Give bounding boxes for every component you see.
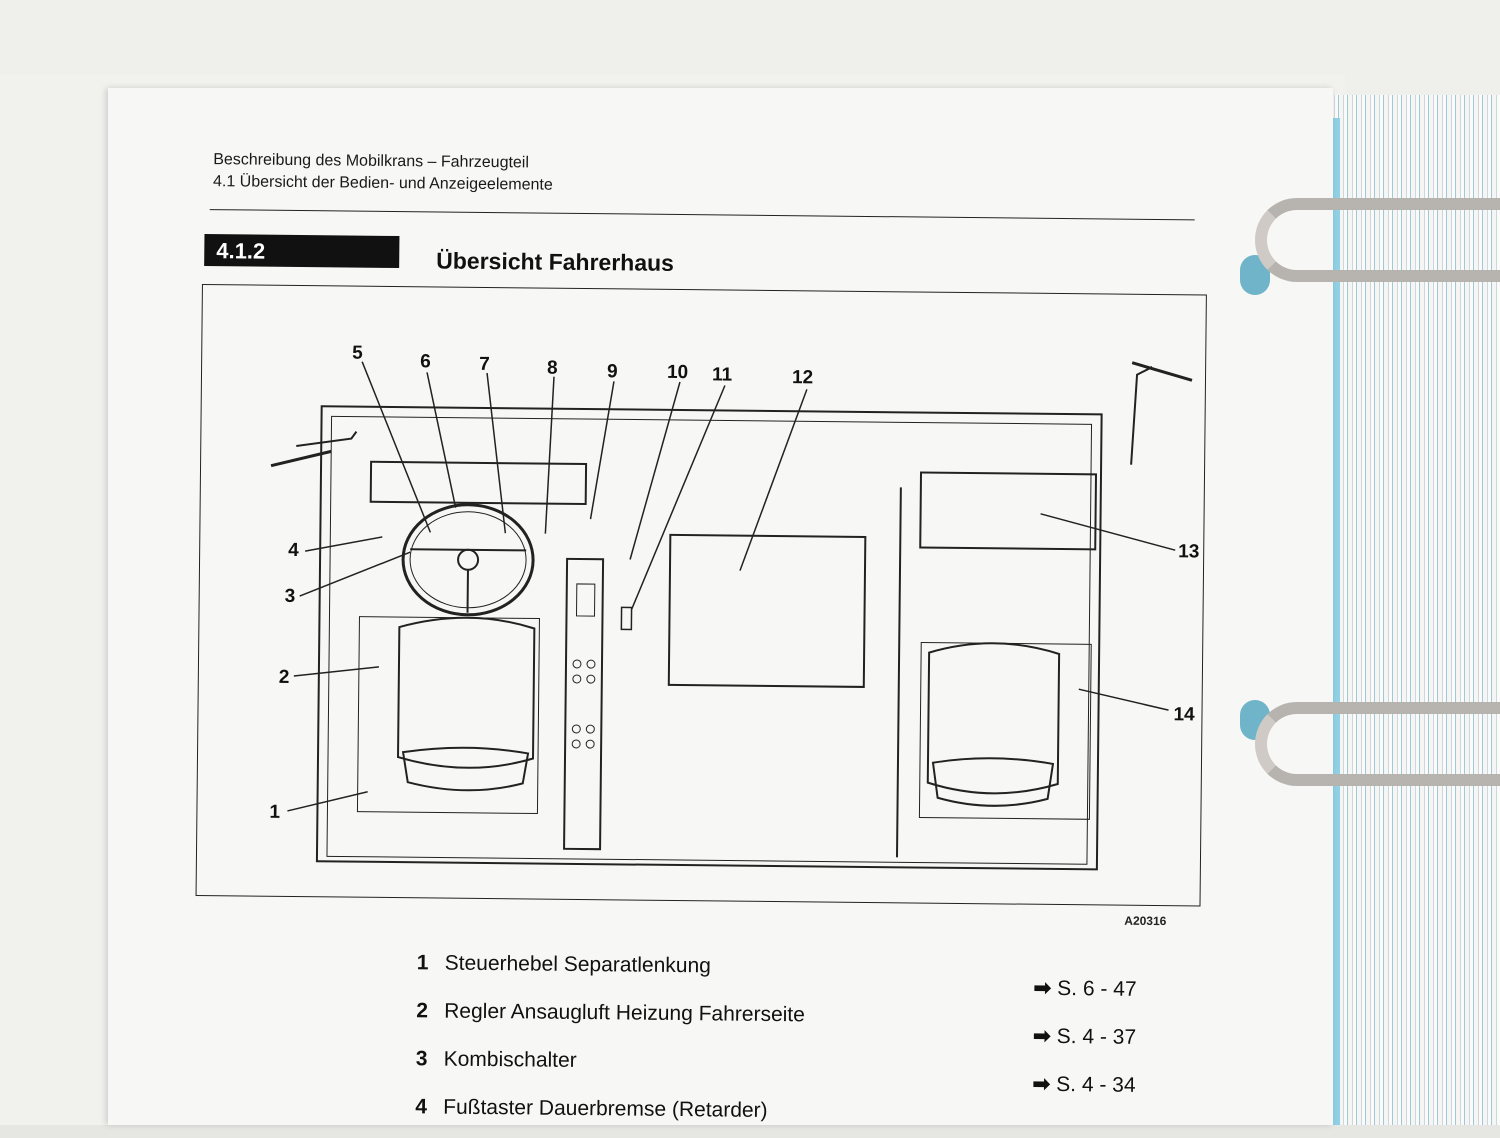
right-arrow-icon: ➡	[1034, 977, 1052, 1000]
callout-leader	[591, 381, 614, 519]
passenger-partition	[897, 487, 901, 857]
legend-number: 2	[416, 999, 438, 1023]
console-button	[573, 675, 581, 683]
callout-label: 13	[1178, 541, 1199, 562]
section-number: 4.1.2	[216, 238, 265, 265]
steering-hub	[458, 550, 478, 570]
callout-label: 2	[279, 667, 290, 688]
callout-label: 5	[352, 343, 363, 364]
legend-text: Fußtaster Dauerbremse (Retarder)	[443, 1096, 768, 1122]
right-mirror-arm	[1131, 367, 1152, 465]
driver-seat-cushion	[403, 747, 528, 791]
callout-label: 7	[479, 354, 490, 375]
center-panel	[669, 535, 866, 687]
page-reference: ➡ S. 4 - 37	[1033, 1024, 1136, 1050]
cab-diagram: 5 6 7 8 9 10 11 12 13 14 4 3 2 1	[196, 284, 1207, 906]
header-rule	[210, 209, 1195, 220]
side-cabinet	[920, 473, 1096, 550]
callout-label: 4	[288, 540, 299, 561]
legend-item: 1 Steuerhebel Separatlenkung	[417, 951, 711, 978]
legend-item: 3 Kombischalter	[416, 1047, 577, 1073]
legend-item: 2 Regler Ansaugluft Heizung Fahrerseite	[416, 999, 805, 1027]
reference-text: S. 4 - 34	[1056, 1073, 1136, 1097]
legend-number: 1	[417, 951, 439, 975]
legend-number: 3	[416, 1047, 438, 1071]
center-console	[564, 559, 603, 849]
callout-leader	[426, 372, 457, 507]
legend-item: 4 Fußtaster Dauerbremse (Retarder)	[415, 1095, 768, 1123]
binder-ring	[1255, 198, 1500, 282]
figure-id: A20316	[1124, 914, 1166, 928]
legend-text: Regler Ansaugluft Heizung Fahrerseite	[444, 1000, 805, 1027]
callout-leader	[360, 362, 432, 533]
callout-leader	[630, 382, 680, 560]
right-arrow-icon: ➡	[1033, 1025, 1051, 1048]
driver-area	[357, 617, 539, 814]
header-line-2: 4.1 Übersicht der Bedien- und Anzeigeele…	[213, 171, 553, 197]
callout-leader	[632, 385, 725, 611]
console-button	[587, 675, 595, 683]
steering-spoke	[410, 549, 526, 550]
callout-label: 10	[667, 362, 688, 383]
dashboard	[371, 462, 586, 504]
passenger-seat	[928, 643, 1060, 794]
console-button	[586, 740, 594, 748]
callout-leader	[545, 377, 554, 534]
left-mirror	[271, 451, 331, 467]
callout-leader	[300, 551, 410, 597]
callout-leader	[1079, 689, 1169, 710]
callout-leader	[294, 666, 379, 677]
page-header: Beschreibung des Mobilkrans – Fahrzeugte…	[213, 149, 553, 197]
callout-label: 14	[1173, 704, 1195, 725]
callout-label: 8	[547, 358, 558, 379]
page-reference: ➡ S. 4 - 34	[1032, 1072, 1135, 1098]
passenger-seat-cushion	[933, 758, 1053, 807]
console-button	[572, 725, 580, 733]
console-button	[586, 725, 594, 733]
callout-label: 6	[420, 351, 431, 372]
callout-label: 11	[712, 364, 733, 385]
cab-diagram-drawing: 5 6 7 8 9 10 11 12 13 14 4 3 2 1	[197, 285, 1206, 905]
console-button	[572, 740, 580, 748]
callout-leader	[305, 536, 382, 552]
section-title: Übersicht Fahrerhaus	[436, 247, 674, 276]
manual-page: Beschreibung des Mobilkrans – Fahrzeugte…	[108, 88, 1333, 1125]
callout-label: 9	[607, 361, 618, 382]
right-arrow-icon: ➡	[1032, 1073, 1050, 1096]
binder-ring	[1255, 702, 1500, 786]
legend-text: Kombischalter	[444, 1048, 577, 1072]
callout-label: 3	[285, 586, 296, 607]
left-mirror-arm	[296, 431, 356, 447]
control-lever	[621, 607, 631, 629]
legend-text: Steuerhebel Separatlenkung	[445, 952, 711, 978]
page-reference: ➡S. 6 - 47	[1033, 976, 1136, 1002]
callout-leader	[740, 389, 807, 572]
section-number-box: 4.1.2	[204, 234, 399, 268]
console-button	[573, 660, 581, 668]
driver-seat	[398, 617, 535, 768]
console-button	[587, 660, 595, 668]
reference-text: S. 4 - 37	[1057, 1025, 1137, 1049]
legend-number: 4	[415, 1095, 437, 1119]
cab-floor-outline	[317, 406, 1102, 869]
right-mirror	[1132, 363, 1192, 381]
console-display	[576, 584, 594, 616]
callout-label: 12	[792, 367, 813, 388]
callout-leader	[1040, 514, 1175, 550]
cab-inner-outline	[327, 416, 1092, 864]
callout-label: 1	[269, 802, 280, 823]
reference-text: S. 6 - 47	[1057, 977, 1137, 1001]
